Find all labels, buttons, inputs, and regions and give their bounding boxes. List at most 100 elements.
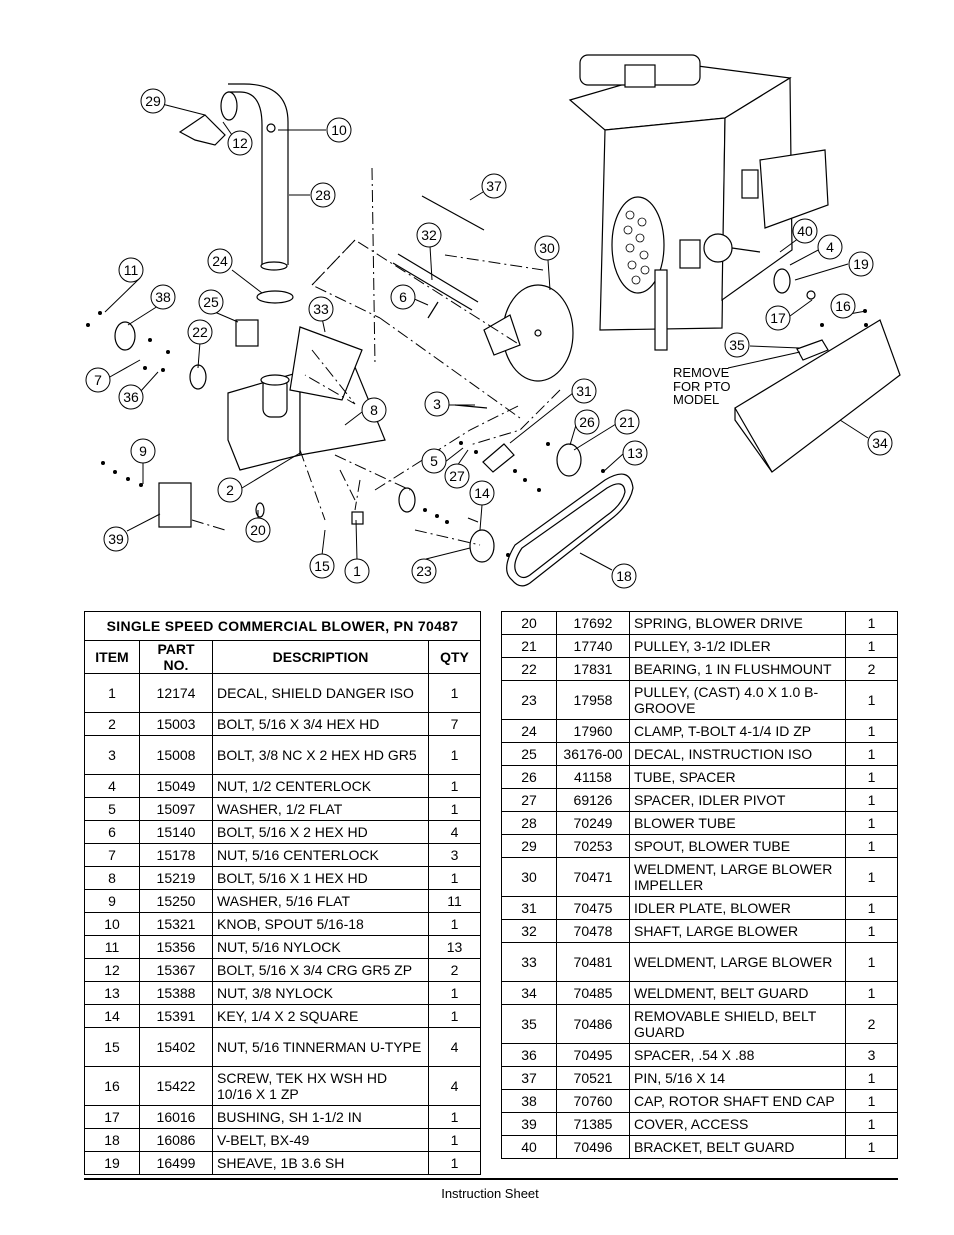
svg-text:3: 3 bbox=[433, 396, 441, 412]
cell-item: 34 bbox=[501, 981, 557, 1005]
cell-qty: 4 bbox=[428, 820, 481, 844]
svg-text:23: 23 bbox=[416, 563, 432, 579]
callout-18: 18 bbox=[611, 563, 637, 589]
footer-rule bbox=[84, 1178, 898, 1180]
cell-description: CLAMP, T-BOLT 4-1/4 ID ZP bbox=[629, 719, 846, 743]
callout-39: 39 bbox=[103, 526, 129, 552]
header-item: ITEM bbox=[84, 640, 140, 674]
cell-qty: 1 bbox=[428, 797, 481, 821]
svg-text:22: 22 bbox=[192, 324, 208, 340]
svg-text:19: 19 bbox=[853, 256, 869, 272]
cell-qty: 1 bbox=[845, 1089, 898, 1113]
callout-21: 21 bbox=[614, 409, 640, 435]
cell-part-no: 15321 bbox=[139, 912, 213, 936]
remove-for-pto-note: REMOVE FOR PTO MODEL bbox=[673, 365, 731, 407]
callout-16: 16 bbox=[830, 293, 856, 319]
callout-7: 7 bbox=[85, 367, 111, 393]
footer-text: Instruction Sheet bbox=[441, 1186, 539, 1201]
svg-text:29: 29 bbox=[145, 93, 161, 109]
cell-qty: 1 bbox=[845, 634, 898, 658]
cell-part-no: 17960 bbox=[556, 719, 630, 743]
cell-qty: 13 bbox=[428, 935, 481, 959]
cell-part-no: 15356 bbox=[139, 935, 213, 959]
cell-item: 30 bbox=[501, 857, 557, 897]
svg-text:4: 4 bbox=[826, 239, 834, 255]
cell-part-no: 70521 bbox=[556, 1066, 630, 1090]
cell-part-no: 15049 bbox=[139, 774, 213, 798]
cell-item: 14 bbox=[84, 1004, 140, 1028]
cell-qty: 1 bbox=[845, 680, 898, 720]
cell-item: 10 bbox=[84, 912, 140, 936]
cell-description: WELDMENT, LARGE BLOWER bbox=[629, 942, 846, 982]
cell-item: 15 bbox=[84, 1027, 140, 1067]
callout-37: 37 bbox=[481, 173, 507, 199]
cell-description: COVER, ACCESS bbox=[629, 1112, 846, 1136]
cell-part-no: 70471 bbox=[556, 857, 630, 897]
cell-item: 40 bbox=[501, 1135, 557, 1159]
cell-qty: 1 bbox=[845, 919, 898, 943]
cell-qty: 1 bbox=[428, 1128, 481, 1152]
cell-qty: 1 bbox=[428, 774, 481, 798]
cell-part-no: 69126 bbox=[556, 788, 630, 812]
svg-text:38: 38 bbox=[155, 289, 171, 305]
callout-20: 20 bbox=[245, 517, 271, 543]
cell-part-no: 16086 bbox=[139, 1128, 213, 1152]
svg-text:MODEL: MODEL bbox=[673, 392, 719, 407]
callout-33: 33 bbox=[308, 296, 334, 322]
cell-description: NUT, 1/2 CENTERLOCK bbox=[212, 774, 429, 798]
cell-item: 27 bbox=[501, 788, 557, 812]
svg-text:32: 32 bbox=[421, 227, 437, 243]
cell-description: NUT, 5/16 NYLOCK bbox=[212, 935, 429, 959]
callout-5: 5 bbox=[421, 448, 447, 474]
cell-qty: 2 bbox=[428, 958, 481, 982]
cell-part-no: 17740 bbox=[556, 634, 630, 658]
svg-text:9: 9 bbox=[139, 443, 147, 459]
cell-qty: 1 bbox=[845, 719, 898, 743]
blower-housing-drawing bbox=[158, 319, 386, 528]
svg-text:39: 39 bbox=[108, 531, 124, 547]
cell-item: 37 bbox=[501, 1066, 557, 1090]
cell-qty: 1 bbox=[845, 1135, 898, 1159]
cell-description: DECAL, INSTRUCTION ISO bbox=[629, 742, 846, 766]
cell-item: 20 bbox=[501, 611, 557, 635]
cell-description: WASHER, 1/2 FLAT bbox=[212, 797, 429, 821]
cell-item: 29 bbox=[501, 834, 557, 858]
svg-text:14: 14 bbox=[474, 485, 490, 501]
cell-qty: 4 bbox=[428, 1027, 481, 1067]
callout-15: 15 bbox=[309, 553, 335, 579]
callout-23: 23 bbox=[411, 558, 437, 584]
cell-qty: 3 bbox=[845, 1043, 898, 1067]
callout-25: 25 bbox=[198, 289, 224, 315]
cell-part-no: 70485 bbox=[556, 981, 630, 1005]
callout-29: 29 bbox=[140, 88, 166, 114]
cell-item: 38 bbox=[501, 1089, 557, 1113]
assembly-centerlines bbox=[191, 167, 561, 546]
callout-8: 8 bbox=[361, 397, 387, 423]
callout-36: 36 bbox=[118, 384, 144, 410]
cell-item: 23 bbox=[501, 680, 557, 720]
callout-14: 14 bbox=[469, 480, 495, 506]
cell-item: 1 bbox=[84, 673, 140, 713]
cell-qty: 1 bbox=[428, 981, 481, 1005]
cell-qty: 1 bbox=[428, 1151, 481, 1175]
callout-31: 31 bbox=[571, 378, 597, 404]
callout-4: 4 bbox=[817, 234, 843, 260]
svg-text:31: 31 bbox=[576, 383, 592, 399]
